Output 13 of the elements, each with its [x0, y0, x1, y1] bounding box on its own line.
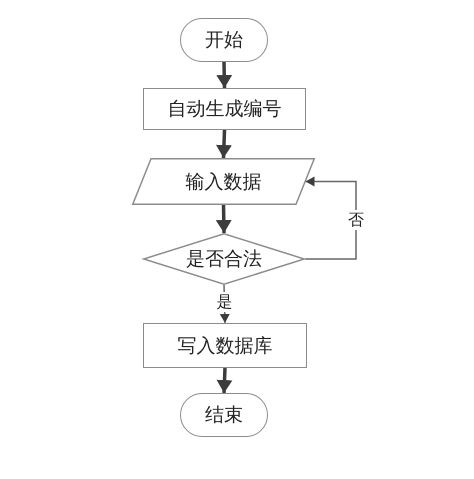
decision-diamond: 是否合法 — [143, 233, 305, 285]
input-parallelogram: 输入数据 — [132, 158, 315, 205]
edge-label: 是 — [216, 292, 232, 312]
arrow — [305, 176, 357, 260]
start-terminal: 开始 — [180, 18, 268, 62]
arrow — [216, 368, 233, 394]
arrow — [216, 204, 232, 234]
end-terminal: 结束 — [180, 393, 268, 437]
arrow — [216, 130, 232, 158]
process-box: 自动生成编号 — [143, 88, 306, 130]
arrow — [216, 62, 232, 88]
process-box: 写入数据库 — [143, 323, 307, 368]
edge-label: 否 — [348, 210, 364, 230]
